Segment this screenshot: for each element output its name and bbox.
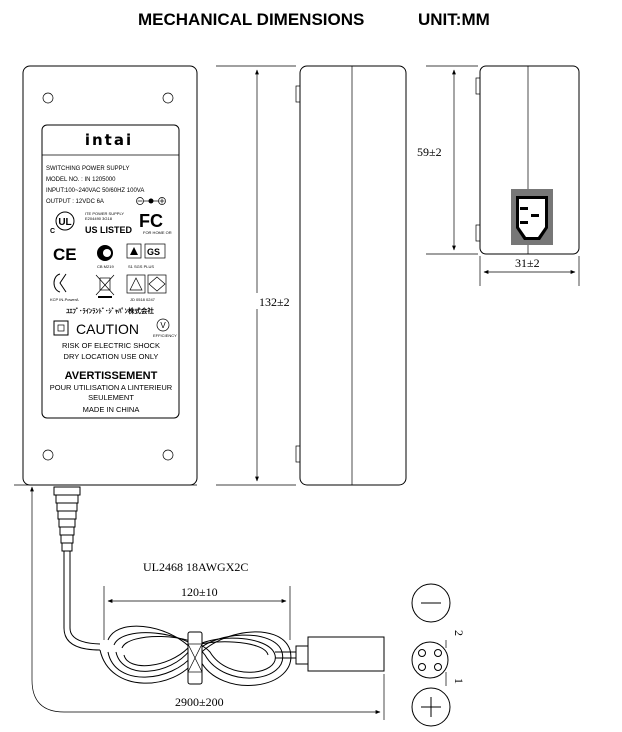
ul-product-line: ITE POWER SUPPLY [85,211,124,216]
cable-length-dimension [30,486,385,720]
input-rating: INPUT:100~240VAC 50/60HZ 100VA [46,188,144,194]
avertissement-heading: AVERTISSEMENT [65,370,158,382]
ac-inlet-icon [511,189,553,245]
dc-cable [53,486,385,686]
shock-warning: RISK OF ELECTRIC SHOCK [62,341,160,350]
svg-text:CB M219: CB M219 [97,264,114,269]
output-rating: OUTPUT : 12VDC 6A [46,199,104,205]
negative-terminal-icon [411,583,451,623]
positive-terminal-icon [411,687,451,727]
svg-text:FC: FC [139,211,163,231]
length-value: 132±2 [259,295,290,309]
width-value: 31±2 [515,256,540,270]
ul-listed-text: US LISTED [85,225,133,235]
caution-heading: CAUTION [76,321,139,337]
front-view: intai SWITCHING POWER SUPPLY MODEL NO. :… [22,65,198,486]
svg-text:GS: GS [147,247,160,257]
caution-box-icon [53,320,69,336]
unit-label: UNIT:MM [418,10,490,29]
model-number: MODEL NO. : IN 1205000 [46,177,116,183]
product-name: SWITCHING POWER SUPPLY [46,166,130,172]
tuv-gs-mark-icon: GS S1 SGS PLUS [126,243,166,269]
japan-company: ﾕｴﾌﾞ･ﾗｲﾝﾗﾝﾄﾞ･ｼﾞｬﾊﾟﾝ株式会社 [66,306,154,315]
width-dimension [479,256,580,286]
ul-listed-icon: UL C [50,211,75,235]
ul-file-number: E204490 3G18 [85,216,113,221]
svg-text:KCP IN-PowerA: KCP IN-PowerA [50,297,79,302]
dc-connector-pinout [411,583,451,727]
ccc-mark-icon: CB M219 [97,245,114,269]
ce-mark: CE [53,245,77,264]
height-dimension [426,65,478,255]
svg-text:UL: UL [58,217,71,228]
french-warning-line2: SEULEMENT [88,393,134,402]
four-pin-connector-icon [411,641,449,679]
drawing-title: MECHANICAL DIMENSIONS [138,10,364,29]
french-warning-line1: POUR UTILISATION A LINTERIEUR [50,383,173,392]
dry-location-warning: DRY LOCATION USE ONLY [64,352,159,361]
safety-marks-icon: JD 0518 0247 [126,274,167,302]
svg-text:V: V [160,321,166,330]
weee-bin-icon [95,274,115,298]
svg-text:S1 SGS PLUS: S1 SGS PLUS [128,264,154,269]
svg-text:C: C [50,228,55,235]
height-value: 59±2 [417,145,442,159]
svg-text:intai: intai [85,131,133,149]
svg-text:FOR HOME OR: FOR HOME OR [143,230,172,235]
fcc-icon: FC FOR HOME OR [139,211,172,235]
made-in-label: MADE IN CHINA [83,405,140,414]
pin-1-label: 1 [452,678,466,684]
kc-mark-icon: KCP IN-PowerA [50,273,79,302]
v-mark-icon: V EFFICIENCY [153,318,177,338]
polarity-icon [136,197,166,205]
svg-text:EFFICIENCY: EFFICIENCY [153,333,177,338]
side-view [295,65,407,486]
cable-length-value: 2900±200 [175,695,224,709]
loop-value: 120±10 [181,585,218,599]
pin-2-label: 2 [452,630,466,636]
cable-type: UL2468 18AWGX2C [143,560,248,574]
brand-logo: intai [74,131,144,149]
length-dimension [216,65,299,486]
product-label-panel [41,124,180,419]
svg-text:JD 0518 0247: JD 0518 0247 [130,297,156,302]
